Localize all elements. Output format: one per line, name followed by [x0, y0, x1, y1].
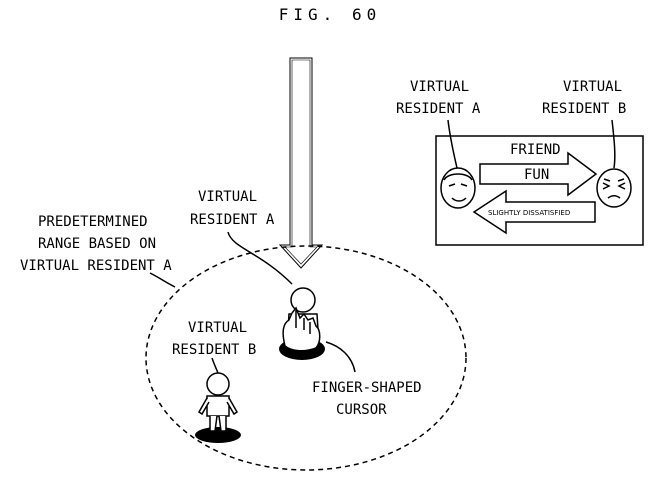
smiling-face-icon [441, 168, 475, 208]
resident-b-figure [195, 373, 241, 443]
cursor-line-2: CURSOR [336, 402, 387, 418]
panel-resident-b-label: VIRTUAL RESIDENT B [542, 79, 626, 117]
resident-b-scene-line-1: VIRTUAL [188, 320, 247, 336]
figure-title: FIG. 60 [279, 5, 381, 24]
cursor-label: FINGER-SHAPED CURSOR [312, 380, 422, 418]
a-to-b-feeling: FUN [524, 167, 549, 183]
predetermined-range-label: PREDETERMINED RANGE BASED ON VIRTUAL RES… [20, 214, 172, 274]
resident-b-scene-line-2: RESIDENT B [172, 342, 256, 358]
panel-resident-b-line-2: RESIDENT B [542, 101, 626, 117]
resident-a-scene-line-1: VIRTUAL [198, 189, 257, 205]
cursor-leader [326, 342, 355, 372]
relation-label: FRIEND [510, 142, 561, 158]
predetermined-range-leader [150, 273, 175, 287]
predetermined-range-line-1: PREDETERMINED [38, 214, 148, 230]
squinting-face-icon [597, 169, 631, 207]
resident-b-scene-label: VIRTUAL RESIDENT B [172, 320, 256, 358]
resident-a-scene-leader [228, 232, 292, 284]
predetermined-range-line-3: VIRTUAL RESIDENT A [20, 258, 172, 274]
predetermined-range-line-2: RANGE BASED ON [38, 236, 156, 252]
b-to-a-feeling: SLIGHTLY DISSATISFIED [488, 209, 570, 217]
panel-resident-a-label: VIRTUAL RESIDENT A [396, 79, 481, 117]
cursor-line-1: FINGER-SHAPED [312, 380, 422, 396]
panel-resident-a-line-2: RESIDENT A [396, 101, 481, 117]
resident-a-scene-label: VIRTUAL RESIDENT A [190, 189, 275, 228]
panel-resident-b-line-1: VIRTUAL [563, 79, 622, 95]
resident-a-scene-line-2: RESIDENT A [190, 212, 275, 228]
resident-b-scene-leader [212, 358, 218, 373]
down-arrow-icon [280, 58, 322, 268]
panel-resident-a-line-1: VIRTUAL [410, 79, 469, 95]
